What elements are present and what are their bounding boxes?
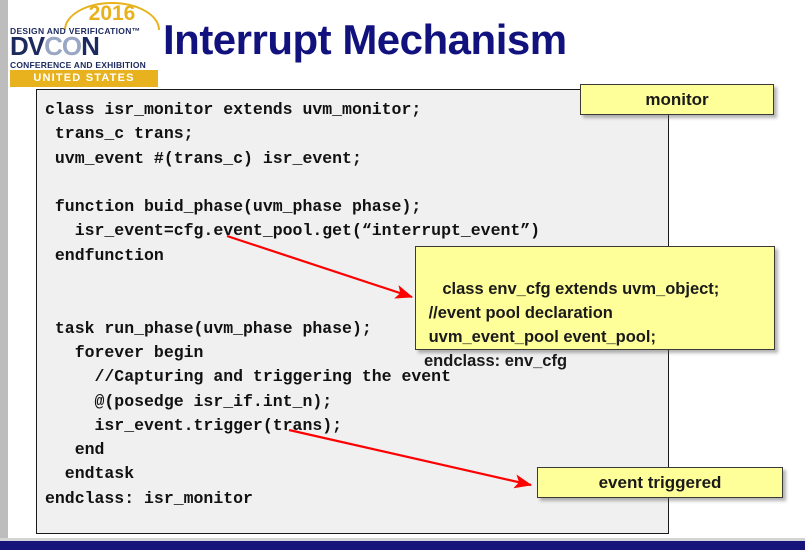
dvcon-logo: 2016 DESIGN AND VERIFICATION™ DVCON CONF…	[8, 2, 160, 87]
callout-env-cfg: class env_cfg extends uvm_object; //even…	[415, 246, 775, 370]
logo-wordmark: DVCON	[10, 31, 160, 61]
logo-tagline-design-verification: DESIGN AND VERIFICATION™	[10, 26, 141, 36]
callout-monitor-label: monitor	[645, 89, 709, 109]
logo-wordmark-n: N	[81, 31, 100, 61]
logo-tagline-conference: CONFERENCE AND EXHIBITION	[10, 60, 146, 70]
logo-region-label: UNITED STATES	[33, 72, 135, 84]
bottom-bar-shadow	[0, 538, 805, 541]
callout-monitor: monitor	[580, 84, 774, 115]
callout-event-triggered-label: event triggered	[598, 472, 722, 492]
callout-env-cfg-code: class env_cfg extends uvm_object; //even…	[424, 280, 720, 370]
logo-wordmark-co: CO	[44, 31, 82, 61]
code-block: class isr_monitor extends uvm_monitor; t…	[45, 100, 541, 508]
logo-region-bar: UNITED STATES	[10, 70, 158, 87]
callout-event-triggered: event triggered	[537, 467, 783, 498]
logo-wordmark-dv: DV	[10, 31, 45, 61]
left-gray-strip	[0, 0, 8, 550]
logo-year: 2016	[88, 2, 136, 25]
bottom-navy-bar	[0, 541, 805, 550]
page-title: Interrupt Mechanism	[163, 16, 567, 63]
